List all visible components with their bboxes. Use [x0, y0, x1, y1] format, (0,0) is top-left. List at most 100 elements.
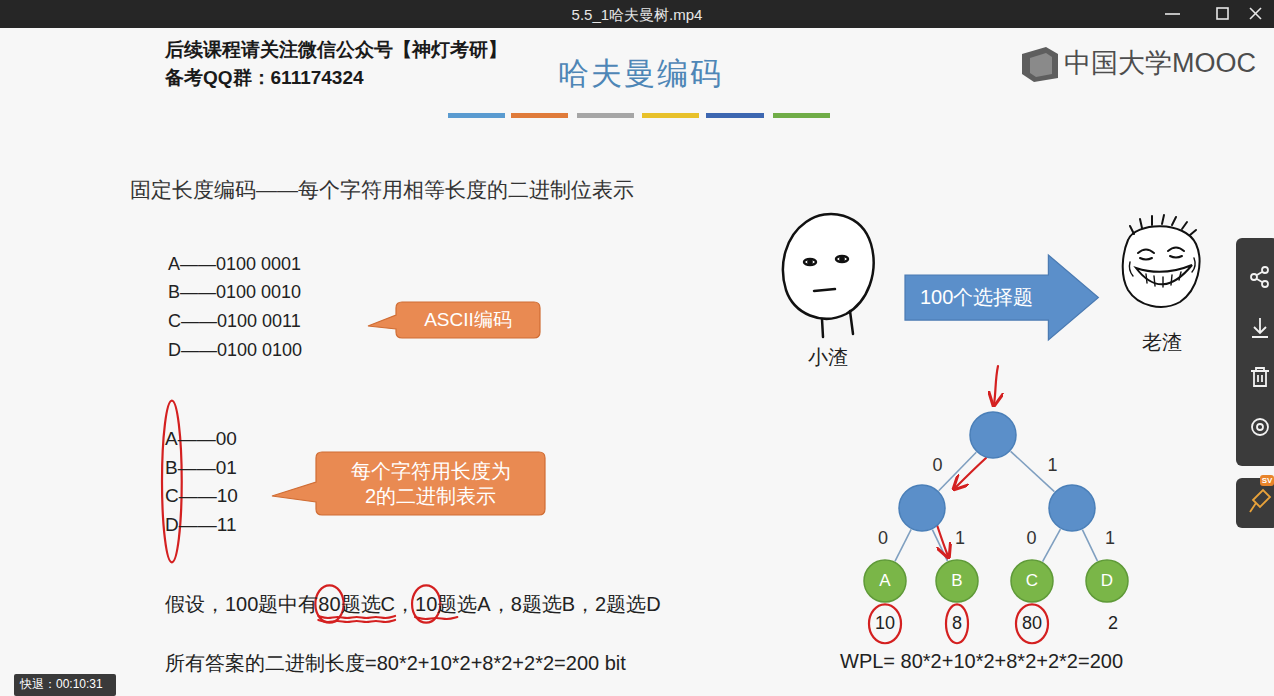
hand-arrow	[936, 522, 948, 556]
hand-arrow	[955, 458, 986, 488]
callout-shape	[272, 452, 545, 515]
code-line: B——0100 0010	[168, 282, 301, 304]
node-text: 100个选择题	[920, 285, 1033, 310]
share-icon	[1251, 274, 1257, 280]
code-line: C——0100 0011	[168, 311, 301, 333]
logo-text: 中国大学MOOC	[1064, 47, 1256, 79]
pupil	[840, 257, 843, 260]
code-line: D——11	[165, 514, 236, 537]
slide-title: 哈夫曼编码	[558, 55, 723, 92]
notice-text: 后续课程请关注微信公众号【神灯考研】	[165, 39, 507, 62]
code-line: D——0100 0100	[168, 340, 302, 362]
share-icon	[1262, 267, 1268, 273]
tree-edge	[1082, 530, 1097, 562]
node-circle	[970, 412, 1016, 458]
delete-icon	[1251, 368, 1269, 386]
teeth	[1146, 272, 1181, 287]
toolbar-panel	[1236, 238, 1274, 466]
stripe	[511, 113, 568, 118]
rewind-box	[14, 674, 116, 696]
hand-arrow	[994, 366, 998, 404]
troll-face-drawing	[1123, 215, 1200, 307]
hand-underline	[318, 620, 395, 622]
edge-label: 1	[1045, 455, 1059, 477]
neck	[850, 311, 853, 334]
logo-shape	[1022, 47, 1058, 82]
formula-text: WPL= 80*2+10*2+8*2+2*2=200	[840, 649, 1123, 673]
weight-number: 8	[952, 613, 962, 635]
node-circle	[936, 560, 978, 602]
stripe	[773, 113, 830, 118]
callout-box: 每个字符用长度为2的二进制表示	[316, 452, 545, 515]
eye-lines	[1140, 256, 1182, 260]
hand-circle	[869, 604, 901, 643]
target-icon	[1257, 424, 1263, 430]
connector-layer	[895, 451, 1098, 561]
stripe	[706, 113, 764, 118]
node-text: 每个字符用长度为2的二进制表示	[347, 459, 515, 509]
share-icon	[1257, 272, 1262, 282]
block-arrow: 100个选择题	[905, 255, 1098, 340]
leaf-node: C	[1010, 559, 1054, 603]
eye	[836, 256, 848, 262]
poker-face-drawing	[783, 214, 874, 337]
node-circle	[1086, 560, 1128, 602]
node-circle	[864, 560, 906, 602]
heading-text: 固定长度编码——每个字符用相等长度的二进制位表示	[130, 177, 634, 202]
tree-node	[1048, 484, 1096, 532]
code-line: C——10	[165, 485, 238, 508]
face-caption: 小渣	[808, 345, 848, 369]
edge-label: 0	[876, 529, 890, 551]
side-toolbar	[1236, 238, 1274, 528]
edge-label: 1	[953, 529, 967, 551]
red-annotations	[936, 366, 998, 556]
hand-circle	[946, 604, 968, 643]
hand-circle	[1016, 604, 1048, 643]
target-icon	[1252, 419, 1268, 435]
leaf-node: D	[1085, 559, 1129, 603]
hand-circle	[162, 401, 182, 563]
share-icon	[1262, 281, 1268, 287]
node-circle	[899, 485, 945, 531]
hand-underline	[415, 617, 457, 619]
node-circle	[1049, 485, 1095, 531]
eyes	[1138, 248, 1184, 254]
tree-edge	[1043, 529, 1061, 562]
node-text: C	[1026, 570, 1038, 591]
node-text: ASCII编码	[424, 308, 512, 332]
tree-edge	[895, 529, 911, 561]
notice-text: 备考QQ群：611174324	[165, 67, 364, 90]
badge-text: SV	[1262, 476, 1273, 486]
download-icon	[1252, 318, 1268, 337]
title-bar	[0, 0, 1274, 28]
shape-outline	[1048, 484, 1096, 532]
shape-outline	[898, 484, 946, 532]
stripe	[577, 113, 634, 118]
node-text: B	[951, 570, 962, 591]
weight-number: 80	[1022, 613, 1042, 635]
neck	[822, 319, 823, 337]
title-stripes	[448, 113, 830, 118]
stripe	[642, 113, 699, 118]
badge	[1260, 475, 1274, 486]
mooc-logo-icon	[1022, 47, 1058, 82]
node-text: D	[1101, 570, 1113, 591]
close-icon	[1250, 8, 1261, 19]
callout-shape	[368, 302, 540, 338]
body-text: 所有答案的二进制长度=80*2+10*2+8*2+2*2=200 bit	[165, 651, 626, 675]
grin	[1136, 265, 1192, 284]
stripe	[448, 113, 505, 118]
arrow-shape	[905, 255, 1098, 340]
hair	[1130, 215, 1196, 235]
node-text: A	[879, 570, 890, 591]
code-line: A——00	[165, 428, 237, 451]
maximize-icon	[1217, 8, 1228, 19]
shape-outline	[969, 411, 1017, 459]
head-outline	[1123, 226, 1200, 307]
tree-node	[969, 411, 1017, 459]
body-text: 假设，100题中有80题选C，10题选A，8题选B，2题选D	[165, 592, 661, 616]
leaf-node: A	[863, 559, 907, 603]
window-title: 5.5_1哈夫曼树.mp4	[572, 6, 703, 24]
hand-underline	[318, 616, 395, 618]
leaf-node: B	[935, 559, 979, 603]
